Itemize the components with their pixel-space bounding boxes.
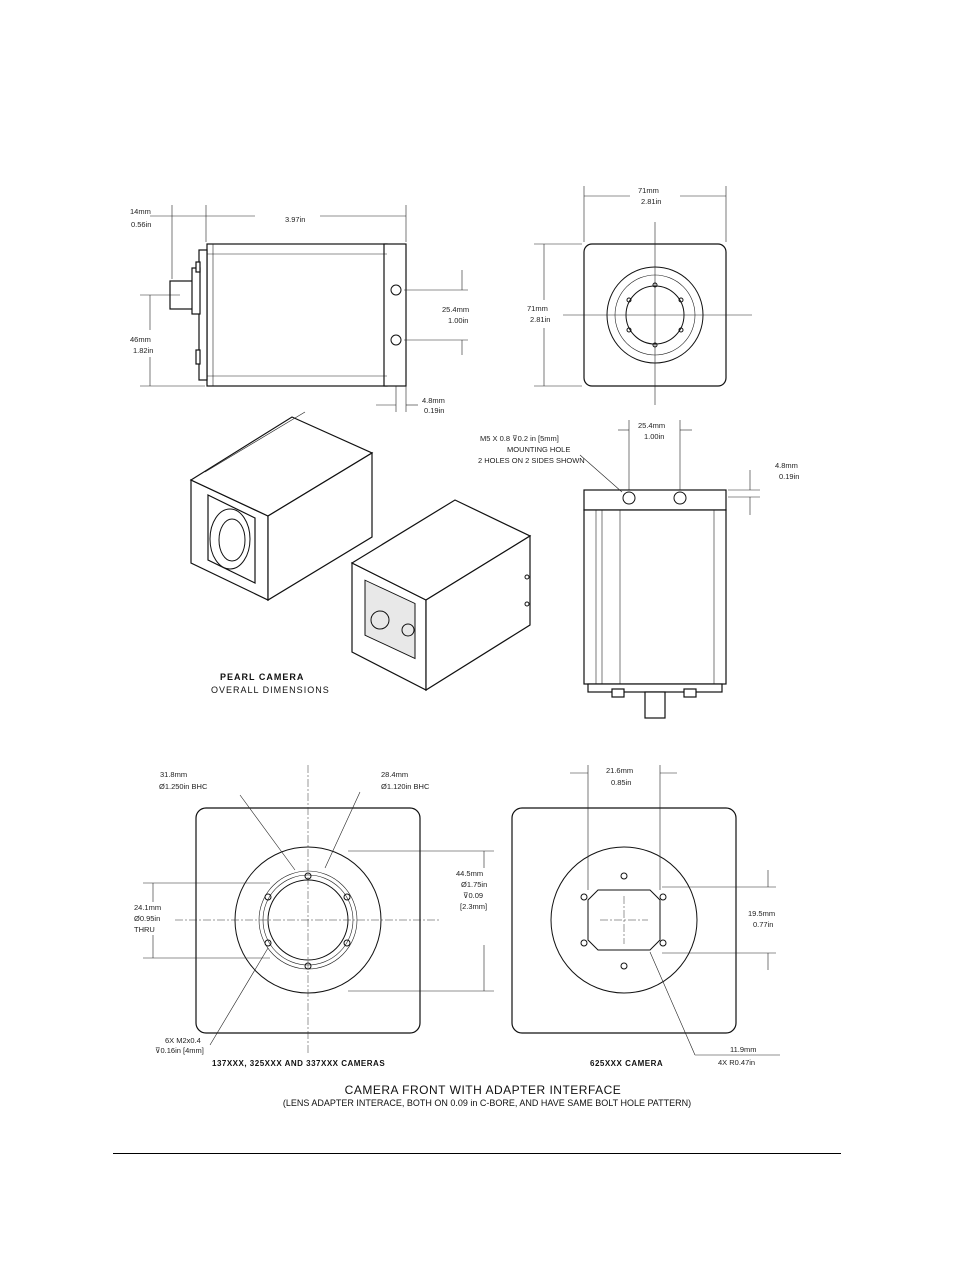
dim-31-8mm: 31.8mm <box>160 770 187 779</box>
dim-19-5mm: 19.5mm <box>748 909 775 918</box>
dim-4-8mm-side: 4.8mm <box>422 396 445 405</box>
dim-25-4mm-side: 25.4mm <box>442 305 469 314</box>
adapter-left-caption: 137XXX, 325XXX AND 337XXX CAMERAS <box>212 1059 385 1068</box>
dim-0-19in-side: 0.19in <box>424 406 444 415</box>
dim-1-00in-top: 1.00in <box>644 432 664 441</box>
iso-caption-title: PEARL CAMERA <box>220 672 304 682</box>
dim-0-09: ⊽0.09 <box>463 891 483 900</box>
dim-2-3mm: [2.3mm] <box>460 902 487 911</box>
iso-view-rear <box>350 499 532 692</box>
drawing-title: CAMERA FRONT WITH ADAPTER INTERFACE <box>345 1083 622 1097</box>
dim-1-120in-bhc: Ø1.120in BHC <box>381 782 430 791</box>
side-view-front-flange <box>383 243 407 387</box>
dim-46mm: 46mm <box>130 335 151 344</box>
dim-25-4mm-top: 25.4mm <box>638 421 665 430</box>
iso-caption-subtitle: OVERALL DIMENSIONS <box>211 685 330 695</box>
iso-view-front <box>189 411 374 602</box>
top-mount-hole-left <box>622 491 636 505</box>
dim-21-6mm: 21.6mm <box>606 766 633 775</box>
top-view-connector <box>644 691 666 719</box>
dim-r0-47in: 4X R0.47in <box>718 1058 755 1067</box>
dim-0-19in-top: 0.19in <box>779 472 799 481</box>
dim-1-250in-bhc: Ø1.250in BHC <box>159 782 208 791</box>
side-mount-hole-bottom <box>390 334 402 346</box>
dim-4-8mm-top: 4.8mm <box>775 461 798 470</box>
dim-14mm: 14mm <box>130 207 151 216</box>
top-view: 25.4mm 1.00in M5 X 0.8 ⊽0.2 in [5mm] MOU… <box>478 420 799 719</box>
mount-hole-note: 2 HOLES ON 2 SIDES SHOWN <box>478 456 585 465</box>
adapter-view-625xxx: 21.6mm 0.85in 19.5mm 0.77in 11.9mm 4X R0… <box>511 765 780 1068</box>
top-mount-hole-right <box>673 491 687 505</box>
mount-hole-label: MOUNTING HOLE <box>507 445 570 454</box>
dim-0-56in: 0.56in <box>131 220 151 229</box>
drawing-subtitle: (LENS ADAPTER INTERACE, BOTH ON 0.09 in … <box>283 1098 691 1108</box>
holes-depth: ⊽0.16in [4mm] <box>155 1046 204 1055</box>
dim-1-00in-side: 1.00in <box>448 316 468 325</box>
adapter-right-square-bore <box>587 889 661 951</box>
dim-44-5mm: 44.5mm <box>456 869 483 878</box>
footer-title: CAMERA FRONT WITH ADAPTER INTERFACE (LEN… <box>283 1083 691 1108</box>
dim-0-85in: 0.85in <box>611 778 631 787</box>
iso-connector <box>370 610 390 630</box>
dim-thru: THRU <box>134 925 155 934</box>
dim-0-95in: Ø0.95in <box>134 914 160 923</box>
dim-71mm-width: 71mm <box>638 186 659 195</box>
mount-hole-spec: M5 X 0.8 ⊽0.2 in [5mm] <box>480 434 559 443</box>
side-mount-hole-top <box>390 284 402 296</box>
footer-rule <box>113 1153 841 1154</box>
side-view: 14mm 0.56in 3.97in 46mm 1.82in 25.4mm 1.… <box>130 205 469 415</box>
front-view: 71mm 2.81in 71mm 2.81in <box>527 186 752 405</box>
holes-spec: 6X M2x0.4 <box>165 1036 201 1045</box>
dim-71mm-height: 71mm <box>527 304 548 313</box>
dim-0-77in: 0.77in <box>753 920 773 929</box>
adapter-right-caption: 625XXX CAMERA <box>590 1059 663 1068</box>
adapter-view-137xxx: 31.8mm Ø1.250in BHC 28.4mm Ø1.120in BHC … <box>134 765 494 1068</box>
side-view-body <box>206 243 388 387</box>
dim-3-97in: 3.97in <box>285 215 305 224</box>
iso-caption: PEARL CAMERA OVERALL DIMENSIONS <box>211 672 330 695</box>
top-view-body <box>583 509 727 685</box>
top-view-flange <box>583 489 727 511</box>
dim-11-9mm: 11.9mm <box>730 1045 757 1054</box>
dim-2-81in-height: 2.81in <box>530 315 550 324</box>
adapter-right-ring <box>550 846 698 994</box>
dim-1-75in: Ø1.75in <box>461 880 487 889</box>
dim-28-4mm: 28.4mm <box>381 770 408 779</box>
dim-1-82in: 1.82in <box>133 346 153 355</box>
dim-24-1mm: 24.1mm <box>134 903 161 912</box>
dim-2-81in-width: 2.81in <box>641 197 661 206</box>
